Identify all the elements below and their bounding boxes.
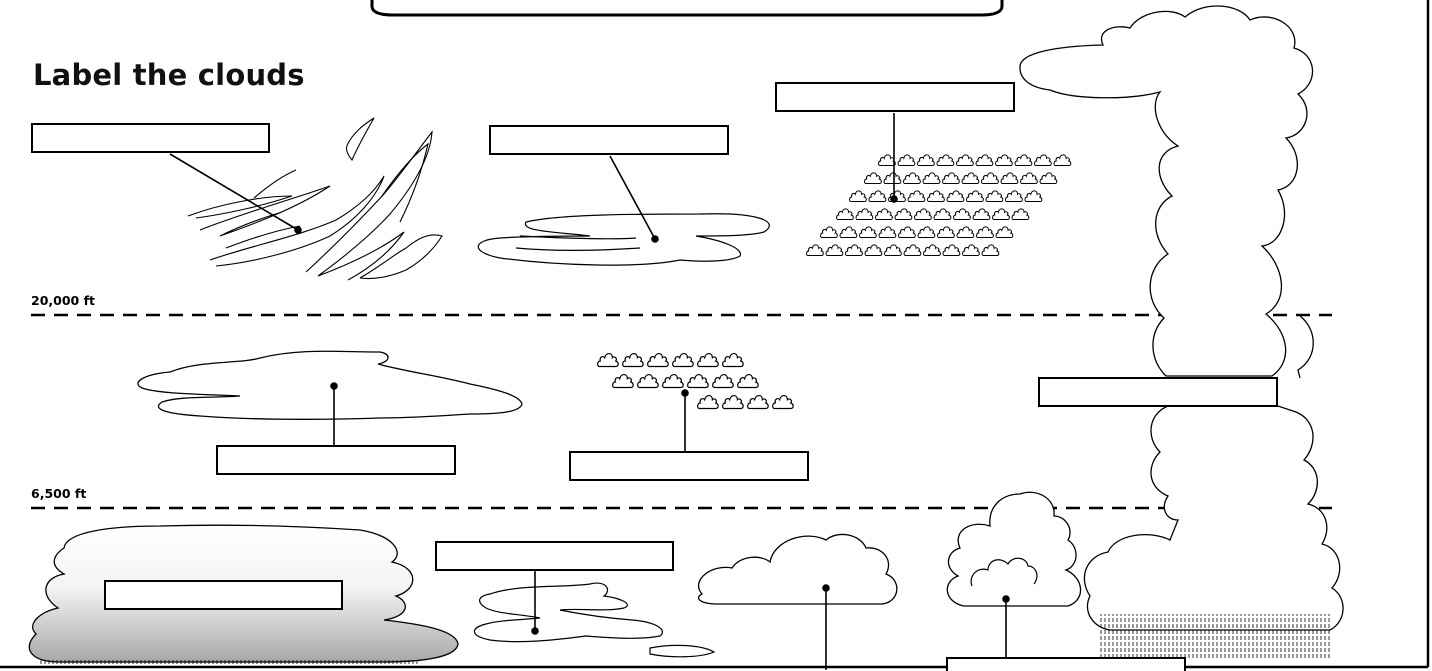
small-cloud-puff [748,396,769,409]
small-cloud-puff [773,396,794,409]
small-cloud-puff [957,227,974,238]
small-cloud-puff [904,245,921,256]
small-cloud-puff [982,173,999,184]
stratocumulus-cloud [699,534,897,604]
small-cloud-puff [698,396,719,409]
small-cloud-puff [996,227,1013,238]
small-cloud-puff [623,354,644,367]
small-cloud-puff [879,227,896,238]
small-cloud-puff [962,173,979,184]
small-cloud-puff [957,155,974,166]
small-cloud-puff [638,375,659,388]
small-cloud-puff [1054,155,1071,166]
small-cloud-puff [943,245,960,256]
small-cloud-puff [938,227,955,238]
small-cloud-puff [1021,173,1038,184]
small-cloud-puff [924,245,941,256]
small-cloud-puff [898,155,915,166]
small-cloud-puff [1006,191,1023,202]
altocumulus-label-box[interactable] [569,451,809,481]
small-cloud-puff [837,209,854,220]
altostratus-cloud [138,351,522,419]
small-cloud-puff [613,375,634,388]
small-cloud-puff [928,191,945,202]
small-cloud-puff [663,375,684,388]
cumulus-cloud [947,492,1080,606]
altitude-label-low: 6,500 ft [31,486,86,501]
page-title: Label the clouds [33,58,305,92]
small-cloud-puff [821,227,838,238]
small-cloud-puff [738,375,759,388]
small-cloud-puff [1001,173,1018,184]
small-cloud-puff [934,209,951,220]
small-cloud-puff [850,191,867,202]
cirrus-label-box[interactable] [31,123,270,153]
small-cloud-puff [840,227,857,238]
small-cloud-puff [1015,155,1032,166]
small-cloud-puff [908,191,925,202]
small-cloud-puff [1012,209,1029,220]
small-cloud-puff [723,354,744,367]
small-cloud-puff [904,173,921,184]
altocumulus-cloud [598,354,794,409]
title-tab-outline [372,0,1002,15]
small-cloud-puff [973,209,990,220]
small-cloud-puff [807,245,824,256]
small-cloud-puff [918,155,935,166]
small-cloud-puff [895,209,912,220]
small-cloud-puff [860,227,877,238]
small-cloud-puff [598,354,619,367]
small-cloud-puff [673,354,694,367]
small-cloud-puff [943,173,960,184]
small-cloud-puff [982,245,999,256]
small-cloud-puff [723,396,744,409]
cirrocumulus-cloud [807,155,1071,256]
small-cloud-puff [869,191,886,202]
small-cloud-puff [885,245,902,256]
small-cloud-puff [688,375,709,388]
small-cloud-puff [846,245,863,256]
small-cloud-puff [713,375,734,388]
small-cloud-puff [899,227,916,238]
small-cloud-puff [865,245,882,256]
small-cloud-puff [963,245,980,256]
small-cloud-puff [923,173,940,184]
small-cloud-puff [884,173,901,184]
small-cloud-puff [977,227,994,238]
small-cloud-puff [1040,173,1057,184]
small-cloud-puff [976,155,993,166]
cirrostratus-cloud [478,214,769,265]
nimbostratus-label-box[interactable] [104,580,343,610]
small-cloud-puff [915,209,932,220]
small-cloud-puff [967,191,984,202]
small-cloud-puff [865,173,882,184]
small-cloud-puff [879,155,896,166]
small-cloud-puff [826,245,843,256]
stratus-cloud [474,583,714,657]
small-cloud-puff [954,209,971,220]
small-cloud-puff [648,354,669,367]
small-cloud-puff [996,155,1013,166]
small-cloud-puff [698,354,719,367]
small-cloud-puff [856,209,873,220]
cirrostratus-label-box[interactable] [489,125,729,155]
cumulus-label-box[interactable] [946,657,1186,671]
small-cloud-puff [1035,155,1052,166]
small-cloud-puff [918,227,935,238]
cumulonimbus-label-box[interactable] [1038,377,1278,407]
altitude-label-high: 20,000 ft [31,293,95,308]
small-cloud-puff [947,191,964,202]
cirrocumulus-label-box[interactable] [775,82,1015,112]
small-cloud-puff [937,155,954,166]
small-cloud-puff [986,191,1003,202]
stratus-label-box[interactable] [435,541,674,571]
altostratus-label-box[interactable] [216,445,456,475]
small-cloud-puff [1025,191,1042,202]
small-cloud-puff [876,209,893,220]
small-cloud-puff [993,209,1010,220]
